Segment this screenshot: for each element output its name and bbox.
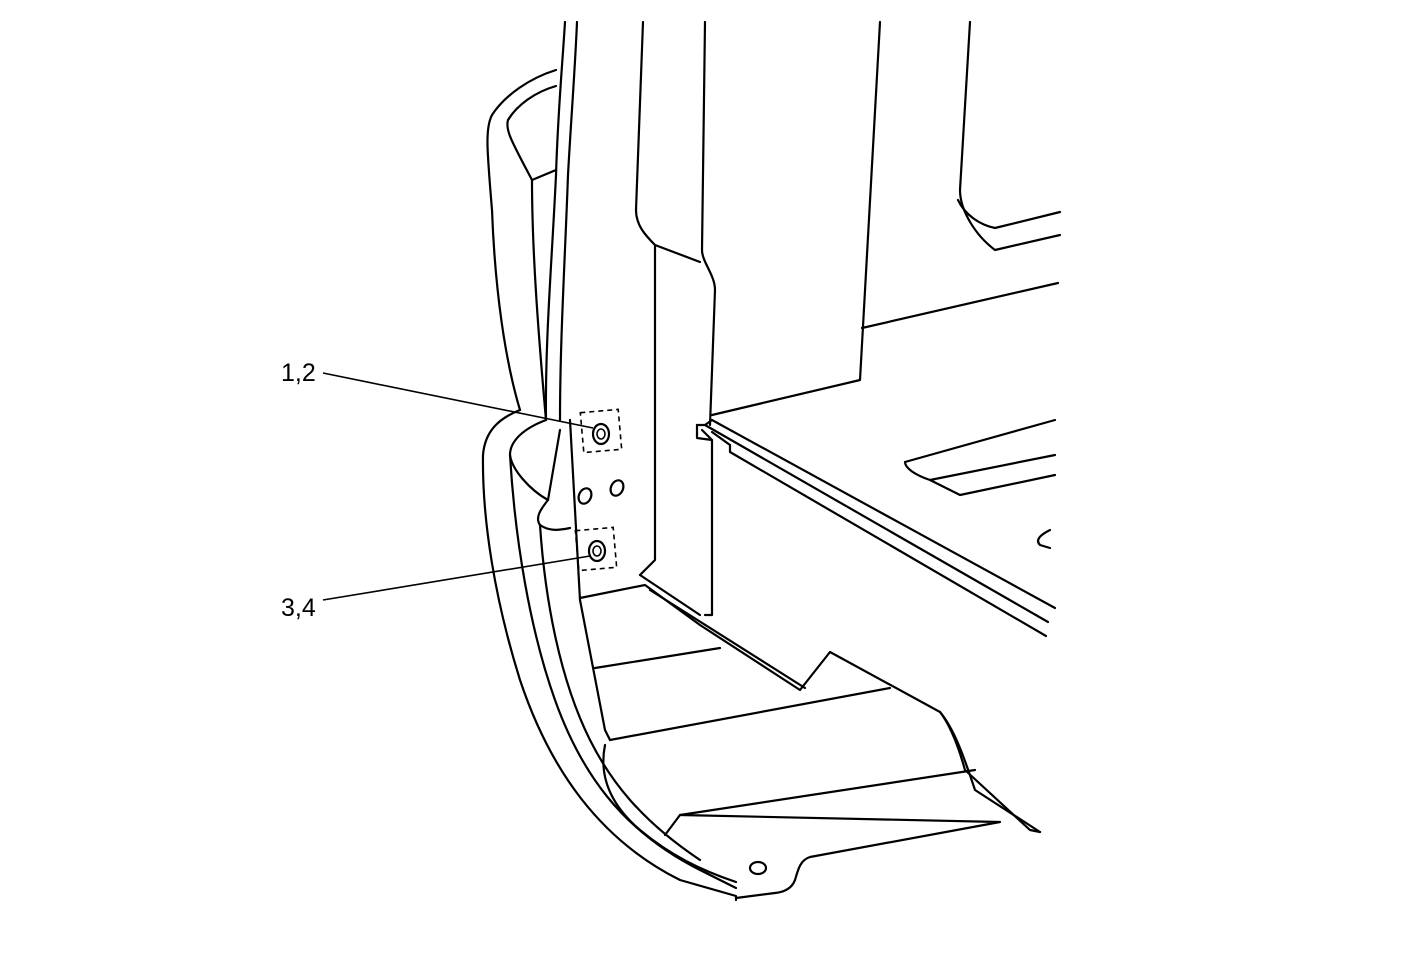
fastener-3-4 [574,526,618,572]
step-sill [578,583,1042,900]
bumper-fascia [481,20,738,902]
leader-line-1-2 [322,372,594,429]
callout-label-3-4: 3,4 [281,594,316,622]
quarter-panel [634,20,1062,617]
mounting-hole [609,479,625,497]
mounting-hole [577,487,593,505]
cargo-floor [695,418,1057,638]
callout-label-1-2: 1,2 [281,359,316,387]
mounting-holes [577,479,625,505]
fastener-1-2 [579,408,623,454]
leader-line-3-4 [322,555,591,601]
